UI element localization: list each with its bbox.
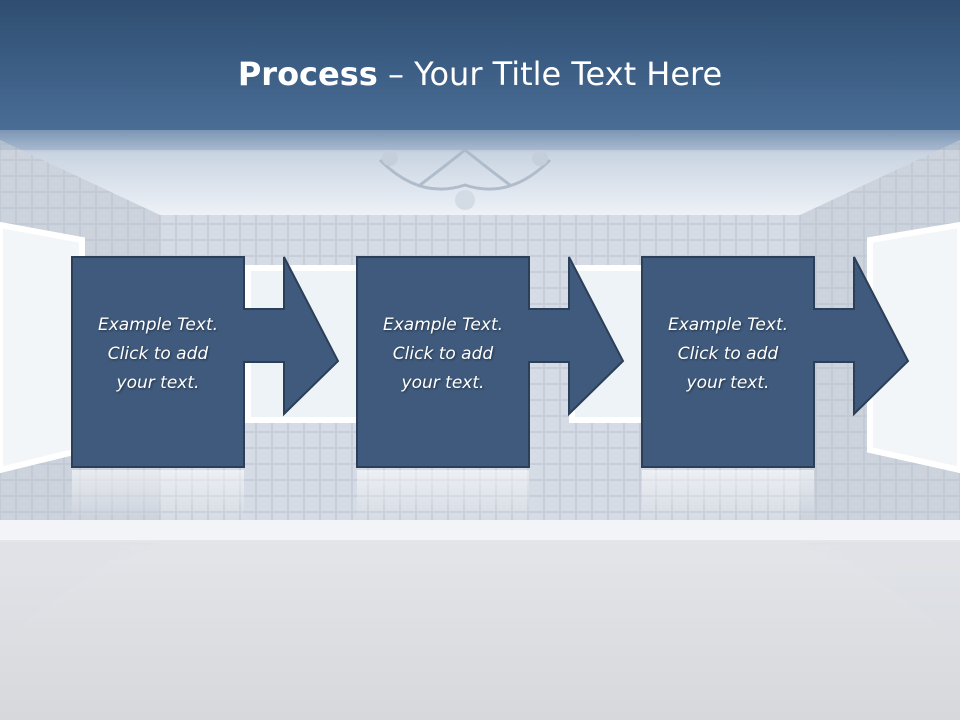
arrow-box-shape bbox=[641, 256, 910, 468]
title-rest: – Your Title Text Here bbox=[377, 55, 723, 93]
arrow-box-shape bbox=[71, 256, 340, 468]
step-1-text[interactable]: Example Text. Click to add your text. bbox=[97, 315, 219, 393]
step-2-text[interactable]: Example Text. Click to add your text. bbox=[382, 315, 504, 393]
slide-title[interactable]: Process – Your Title Text Here bbox=[0, 52, 960, 96]
title-bold: Process bbox=[237, 55, 378, 93]
step-3-text[interactable]: Example Text. Click to add your text. bbox=[667, 315, 789, 393]
title-band: Process – Your Title Text Here bbox=[0, 0, 960, 130]
process-step-2[interactable]: Example Text. Click to add your text. bbox=[356, 256, 702, 468]
arrow-box-shape bbox=[356, 256, 625, 468]
process-step-1[interactable]: Example Text. Click to add your text. bbox=[71, 256, 417, 468]
process-step-3[interactable]: Example Text. Click to add your text. bbox=[641, 256, 960, 468]
